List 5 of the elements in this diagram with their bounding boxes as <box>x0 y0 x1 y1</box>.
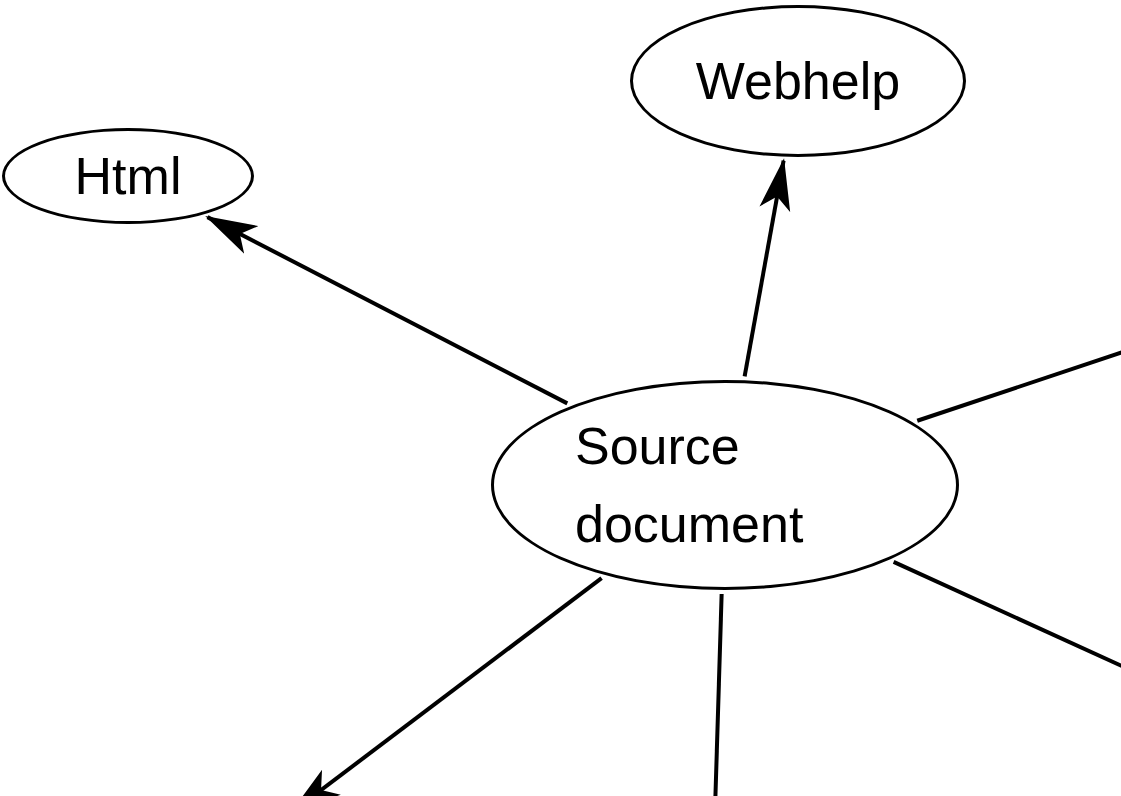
node-label: Html <box>74 146 182 207</box>
node-label: Webhelp <box>695 51 901 112</box>
node-label: Source document <box>575 416 805 555</box>
arrow <box>742 158 791 377</box>
arrow <box>205 215 569 406</box>
